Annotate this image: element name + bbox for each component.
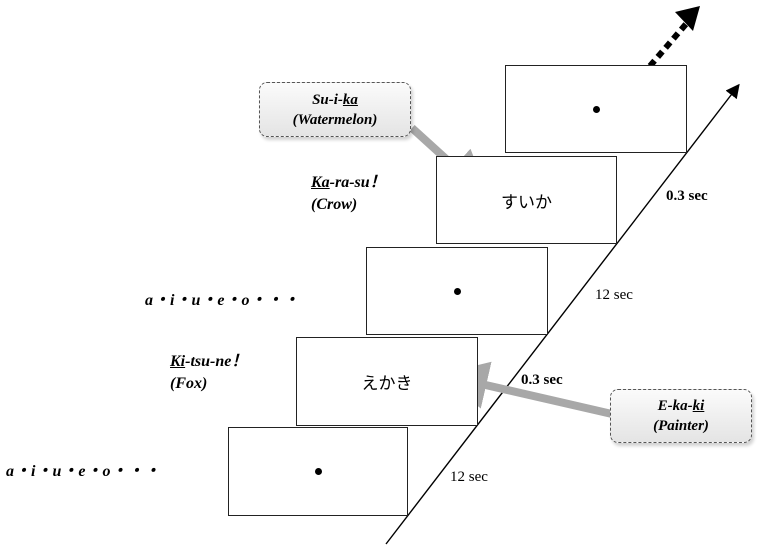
painter-gray-arrow (439, 361, 613, 418)
callout-painter: E-ka-ki (Painter) (610, 389, 752, 443)
screen-bottom-fixation (228, 427, 408, 516)
vowel-chant-lower: a・i・u・e・o・・・ (6, 463, 161, 480)
callout-gloss: (Watermelon) (292, 111, 378, 128)
duration-upper-short: 0.3 sec (666, 188, 708, 204)
response-fox: Ki-tsu-ne！ (Fox) (170, 353, 248, 392)
timeline-axis (385, 83, 740, 545)
response-crow: Ka-ra-su！ (Crow) (311, 174, 386, 213)
fixation-dot (592, 105, 600, 113)
fixation-dot (453, 287, 461, 295)
stimulus-word: えかき (361, 374, 413, 394)
callout-syllables: Su-i-ka (312, 91, 358, 108)
continuation-arrow-head (675, 6, 700, 31)
duration-upper-long: 12 sec (595, 287, 633, 303)
screen-watermelon-word: すいか (436, 156, 617, 244)
vowel-chant-upper: a・i・u・e・o・・・ (145, 292, 300, 309)
callout-gloss: (Painter) (653, 418, 709, 434)
duration-lower-long: 12 sec (450, 469, 488, 485)
stimulus-word: すいか (501, 192, 552, 213)
screen-top-fixation (505, 65, 687, 153)
duration-lower-short: 0.3 sec (521, 372, 563, 388)
screen-mid-fixation (366, 247, 548, 335)
continuation-dotted-arrow (647, 22, 689, 68)
callout-syllables: E-ka-ki (657, 398, 705, 414)
callout-watermelon: Su-i-ka (Watermelon) (259, 82, 411, 137)
screen-painter-word: えかき (296, 337, 478, 426)
fixation-dot (314, 468, 322, 475)
